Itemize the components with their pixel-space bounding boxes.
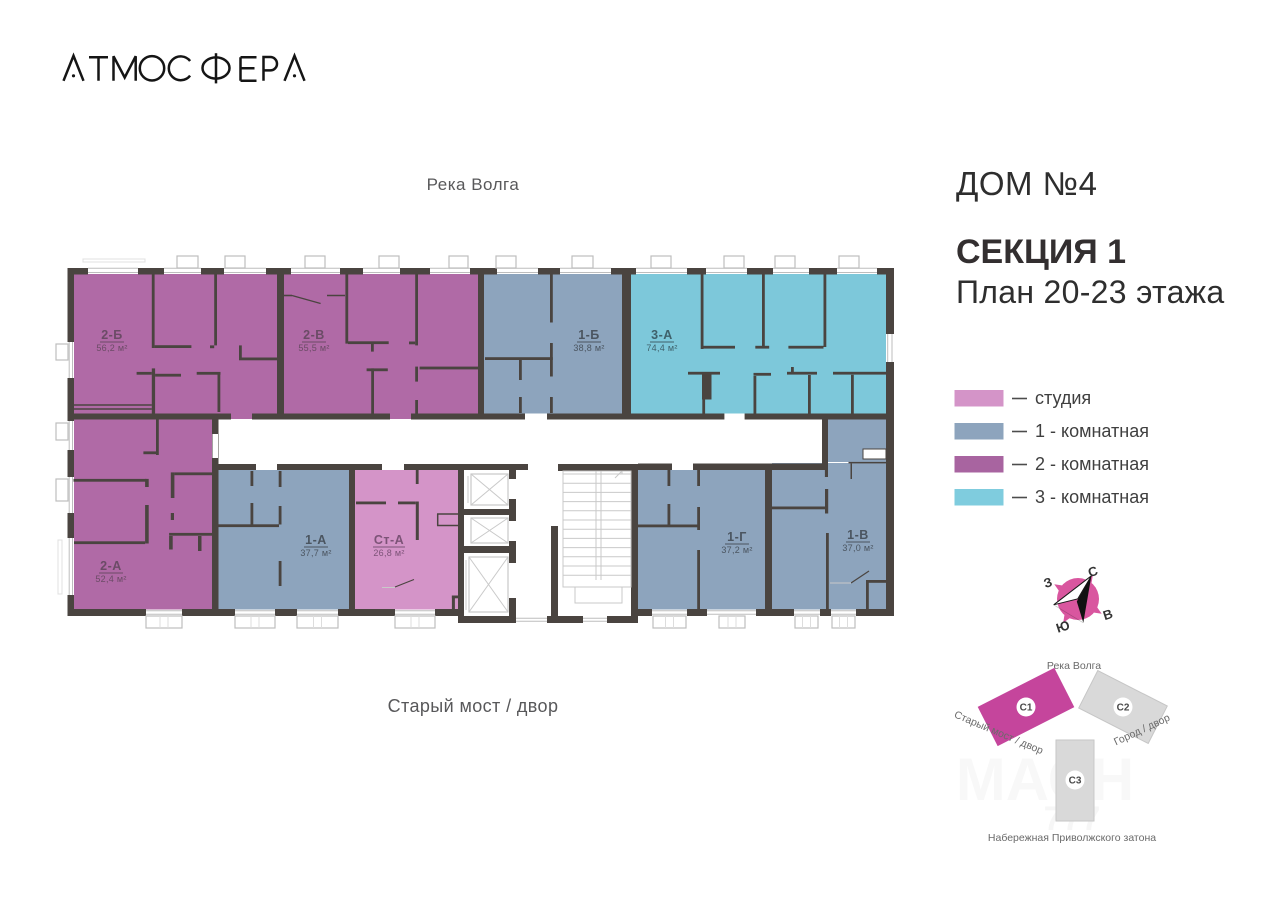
svg-text:55,5 м²: 55,5 м² xyxy=(298,343,329,353)
svg-text:Река Волга: Река Волга xyxy=(427,175,520,194)
svg-text:Река Волга: Река Волга xyxy=(1047,660,1101,672)
svg-text:ДОМ №4: ДОМ №4 xyxy=(956,165,1097,202)
svg-text:Набережная Приволжского затона: Набережная Приволжского затона xyxy=(988,832,1156,844)
svg-text:56,2 м²: 56,2 м² xyxy=(96,343,127,353)
svg-text:СЕКЦИЯ 1: СЕКЦИЯ 1 xyxy=(956,233,1126,271)
svg-text:С2: С2 xyxy=(1117,703,1130,714)
svg-text:3 - комнатная: 3 - комнатная xyxy=(1035,487,1149,507)
svg-text:2-А: 2-А xyxy=(100,559,122,573)
svg-text:студия: студия xyxy=(1035,388,1091,408)
svg-text:С: С xyxy=(1086,563,1100,580)
svg-text:З: З xyxy=(1042,574,1054,591)
svg-text:Ю: Ю xyxy=(1054,617,1071,635)
svg-text:Ст-А: Ст-А xyxy=(374,533,404,547)
svg-text:52,4 м²: 52,4 м² xyxy=(95,574,126,584)
svg-text:1 - комнатная: 1 - комнатная xyxy=(1035,421,1149,441)
svg-text:74,4 м²: 74,4 м² xyxy=(646,343,677,353)
svg-text:С1: С1 xyxy=(1020,703,1033,714)
svg-text:37,7 м²: 37,7 м² xyxy=(300,548,331,558)
svg-text:1-Б: 1-Б xyxy=(578,328,600,342)
svg-text:26,8 м²: 26,8 м² xyxy=(373,548,404,558)
svg-text:1-В: 1-В xyxy=(847,528,869,542)
svg-text:В: В xyxy=(1101,606,1115,623)
svg-text:2 - комнатная: 2 - комнатная xyxy=(1035,454,1149,474)
svg-text:37,2 м²: 37,2 м² xyxy=(721,545,752,555)
svg-text:План 20-23 этажа: План 20-23 этажа xyxy=(956,274,1225,310)
svg-text:3-А: 3-А xyxy=(651,328,673,342)
svg-text:38,8 м²: 38,8 м² xyxy=(573,343,604,353)
svg-text:1-А: 1-А xyxy=(305,533,327,547)
svg-text:1-Г: 1-Г xyxy=(727,530,747,544)
svg-text:2-Б: 2-Б xyxy=(101,328,123,342)
svg-text:С3: С3 xyxy=(1069,776,1082,787)
svg-text:2-В: 2-В xyxy=(303,328,325,342)
svg-text:Старый мост / двор: Старый мост / двор xyxy=(388,696,559,716)
svg-text:37,0 м²: 37,0 м² xyxy=(842,543,873,553)
